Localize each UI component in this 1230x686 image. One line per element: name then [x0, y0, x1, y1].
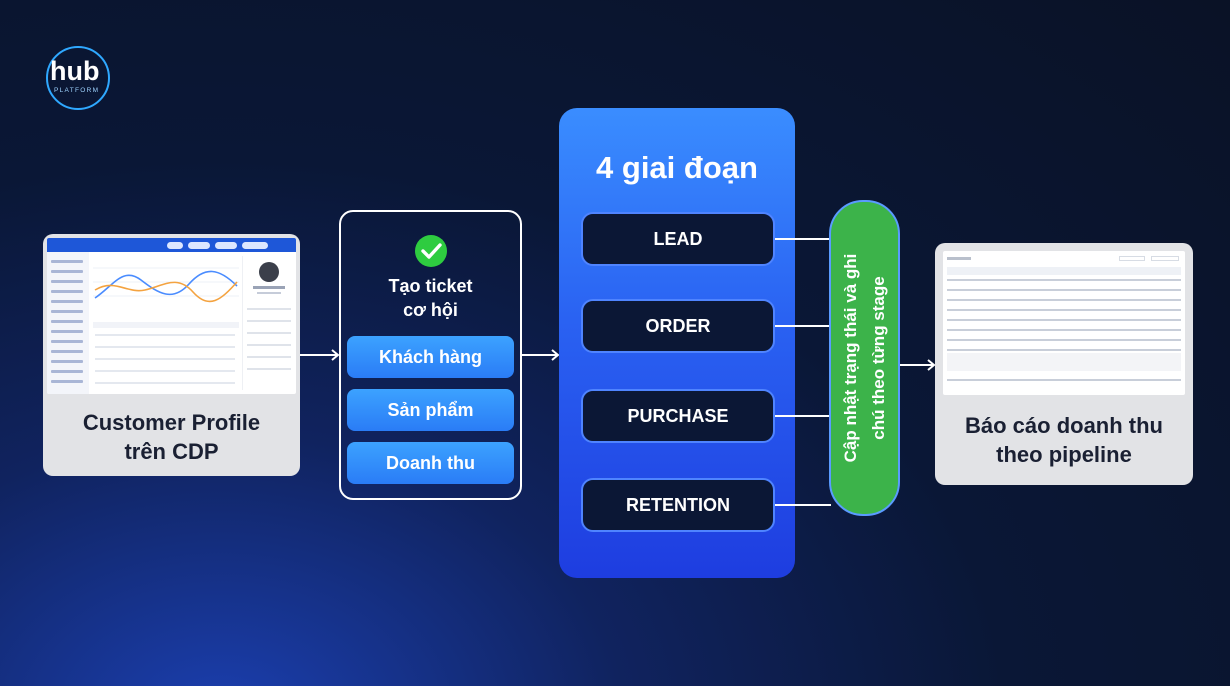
logo-text: hub — [50, 56, 100, 86]
connector-order — [775, 325, 831, 327]
arrow-right-icon — [900, 359, 936, 371]
crm-line-chart — [93, 267, 239, 303]
avatar — [259, 262, 279, 282]
update-status-line2: chú theo từng stage — [868, 276, 888, 440]
customer-profile-card: Customer Profile trên CDP — [43, 234, 300, 476]
stage-panel: 4 giai đoạn LEAD ORDER PURCHASE RETENTIO… — [559, 108, 795, 578]
check-circle-icon — [415, 235, 447, 267]
report-title: Báo cáo doanh thu theo pipeline — [965, 413, 1163, 467]
ticket-title: Tạo ticket cơ hội — [388, 276, 473, 320]
logo-subtext: PLATFORM — [54, 87, 100, 94]
customer-profile-title: Customer Profile trên CDP — [82, 410, 261, 464]
stage-retention: RETENTION — [581, 478, 775, 532]
crm-screenshot — [47, 238, 296, 394]
ticket-item-khach-hang: Khách hàng — [347, 336, 514, 378]
arrow-right-icon — [522, 349, 560, 361]
hub-platform-logo: hub PLATFORM — [46, 46, 112, 112]
ticket-item-san-pham: Sản phẩm — [347, 389, 514, 431]
update-status-line1: Cập nhật trạng thái và ghi — [840, 253, 860, 463]
connector-purchase — [775, 415, 831, 417]
report-table-screenshot — [943, 251, 1185, 395]
ticket-box: Tạo ticket cơ hội Khách hàng Sản phẩm Do… — [339, 210, 522, 500]
arrow-right-icon — [300, 349, 340, 361]
report-card: Báo cáo doanh thu theo pipeline — [935, 243, 1193, 485]
connector-retention — [775, 504, 831, 506]
update-status-box: Cập nhật trạng thái và ghi chú theo từng… — [829, 200, 900, 516]
crm-profile-panel — [242, 256, 294, 390]
connector-lead — [775, 238, 831, 240]
stage-purchase: PURCHASE — [581, 389, 775, 443]
logo-ring — [46, 46, 110, 110]
stage-panel-title: 4 giai đoạn — [596, 150, 758, 185]
stage-order: ORDER — [581, 299, 775, 353]
ticket-item-doanh-thu: Doanh thu — [347, 442, 514, 484]
stage-lead: LEAD — [581, 212, 775, 266]
crm-table — [93, 322, 239, 388]
